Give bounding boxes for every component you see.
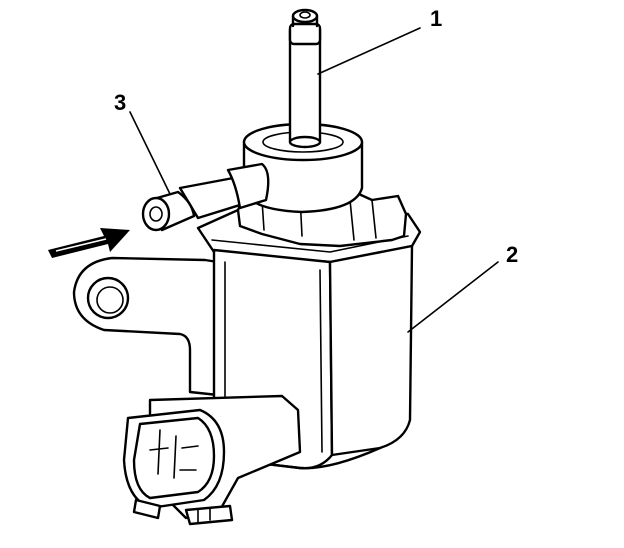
- leader-line-1: [317, 27, 421, 75]
- vacuum-port-tube: [288, 8, 322, 149]
- callout-1: 1: [430, 6, 442, 31]
- mounting-bracket: [72, 256, 220, 397]
- leader-line-3: [129, 111, 171, 195]
- callout-3: 3: [114, 90, 126, 115]
- leader-lines: [129, 27, 499, 333]
- bracket-hole: [86, 276, 130, 320]
- callout-2: 2: [506, 242, 518, 267]
- electrical-connector: [122, 394, 302, 526]
- airflow-arrow-icon: [48, 228, 130, 258]
- side-port-tube: [141, 162, 270, 232]
- leader-line-2: [407, 261, 499, 333]
